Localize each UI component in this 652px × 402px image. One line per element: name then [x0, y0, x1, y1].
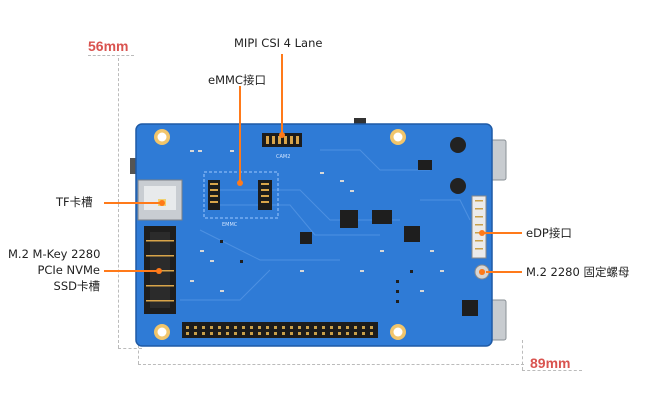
edp-label: eDP接口 — [526, 226, 572, 240]
m2-slot-label: M.2 M-Key 2280 PCIe NVMe SSD卡槽 — [8, 246, 100, 294]
edp-connector — [471, 195, 487, 259]
emmc-silkscreen: EMMC — [222, 222, 238, 228]
edp-pointer-dot — [479, 230, 485, 236]
tf-pointer-dot — [159, 200, 165, 206]
width-dimension-label: 89mm — [530, 355, 571, 371]
m2-slot-label-line1: M.2 M-Key 2280 — [8, 247, 101, 261]
tf-slot-label: TF卡槽 — [56, 195, 93, 209]
screw-pointer-dot — [479, 269, 485, 275]
m2-slot-label-line3: SSD卡槽 — [53, 279, 100, 293]
height-dimension-label: 56mm — [88, 38, 129, 54]
mipi-pointer-dot — [279, 132, 285, 138]
emmc-pointer — [239, 86, 241, 182]
width-guide-left — [138, 340, 139, 364]
cam-silkscreen: CAM2 — [276, 154, 290, 160]
m2-slot-label-line2: PCIe NVMe — [37, 263, 100, 277]
m2-fixing-nut-label: M.2 2280 固定螺母 — [526, 265, 630, 279]
edp-pointer — [482, 232, 522, 234]
height-guide-top — [88, 55, 134, 56]
gpio-header — [182, 322, 378, 338]
width-guide-horizontal — [138, 364, 524, 365]
m2-pointer — [104, 270, 160, 272]
width-guide-right — [522, 340, 523, 370]
tf-pointer — [104, 202, 162, 204]
m2-pointer-dot — [156, 268, 162, 274]
height-guide-bottom — [118, 348, 142, 349]
mipi-csi-label: MIPI CSI 4 Lane — [234, 36, 323, 50]
width-guide-tail — [522, 370, 582, 371]
mipi-pointer — [281, 54, 283, 134]
emmc-area — [203, 171, 279, 219]
pcb — [135, 123, 493, 347]
screw-pointer — [486, 271, 522, 273]
emmc-label: eMMC接口 — [208, 73, 266, 87]
emmc-pointer-dot — [237, 180, 243, 186]
